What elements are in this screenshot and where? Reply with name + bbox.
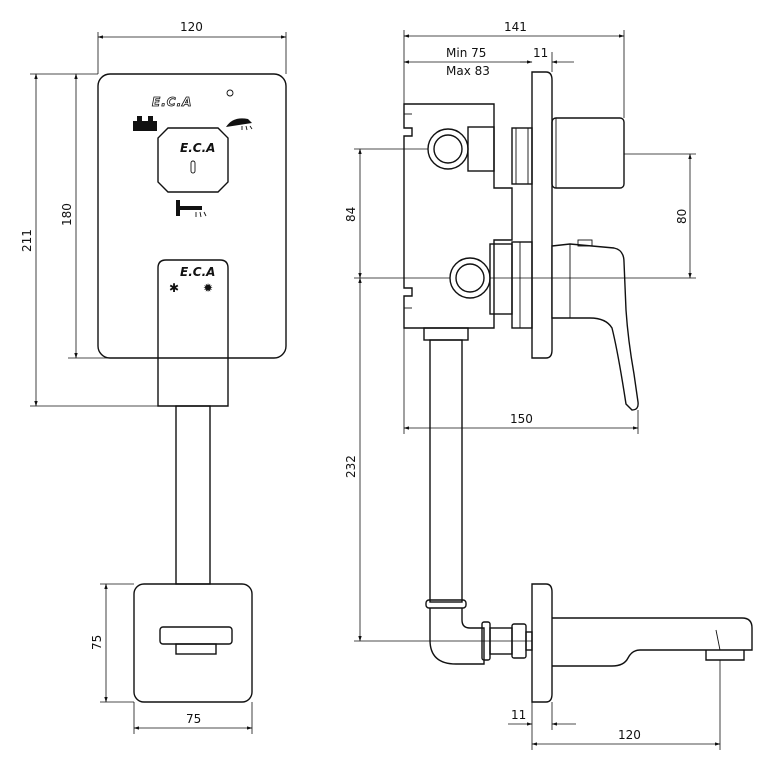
hot-icon: ✹ [203, 281, 213, 295]
diverter-knob [157, 127, 229, 193]
mixer-handle-front [157, 259, 229, 407]
dim-width-top: 120 [180, 20, 203, 34]
dim-max-depth: Max 83 [446, 64, 490, 78]
registered-mark-icon [226, 89, 234, 97]
diverter-logo: E.C.A [180, 141, 215, 155]
side-view: 141 Min 75 Max 83 11 84 80 150 [344, 20, 753, 750]
side-cover-plate [531, 71, 553, 359]
dim-spout-height: 75 [90, 635, 104, 650]
front-pipe [175, 405, 211, 585]
spout-box [133, 583, 253, 703]
dim-plate-thickness-bottom: 11 [511, 708, 526, 722]
dim-lever-length: 150 [510, 412, 533, 426]
diverter-indicator [190, 160, 196, 174]
handshower-icon [226, 118, 253, 131]
dim-height-plate: 180 [60, 203, 74, 226]
spout-side [552, 617, 753, 667]
lower-inlet [449, 243, 513, 315]
side-pipe [423, 327, 469, 609]
eca-logo-text: E.C.A [152, 95, 192, 109]
upper-inlet [427, 126, 495, 172]
side-dimensions: 141 Min 75 Max 83 11 84 80 150 [344, 20, 721, 750]
overhead-shower-icon [176, 200, 207, 218]
handle-logo: E.C.A [180, 265, 215, 279]
front-view: E.C.A E.C.A E.C.A [20, 20, 287, 734]
upper-connector [511, 127, 533, 185]
dim-spout-projection: 120 [618, 728, 641, 742]
lever-handle-side [551, 243, 639, 411]
eca-logo-main: E.C.A [152, 89, 234, 109]
dim-depth-total: 141 [504, 20, 527, 34]
spout-plate [531, 583, 553, 703]
bathtub-icon [133, 116, 157, 131]
diverter-knob-side [551, 117, 625, 189]
dim-spout-width: 75 [186, 712, 201, 726]
dim-outlet-spacing: 80 [675, 209, 689, 224]
lever-cartridge [511, 241, 533, 329]
valve-body [403, 103, 513, 329]
dim-plate-thickness-top: 11 [533, 46, 548, 60]
front-dimensions: 120 211 180 75 75 [20, 20, 287, 734]
pipe-elbow [429, 608, 485, 665]
dim-min-depth: Min 75 [446, 46, 486, 60]
spout-outlet-nozzle [175, 643, 217, 655]
spout-outlet [159, 626, 233, 645]
dim-pipe-length: 232 [344, 455, 358, 478]
dim-height-total: 211 [20, 229, 34, 252]
dim-inlet-spacing: 84 [344, 207, 358, 222]
cold-icon: ✱ [169, 281, 179, 295]
